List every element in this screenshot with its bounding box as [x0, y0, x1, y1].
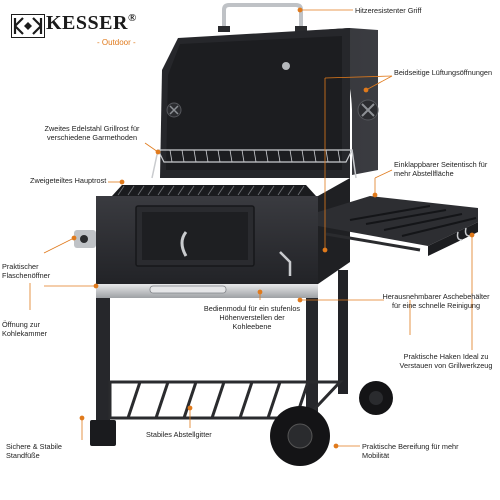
firebox	[74, 178, 350, 284]
ash-tray	[96, 284, 318, 298]
label-wheels: Praktische Bereifung für mehr Mobilität	[362, 442, 459, 460]
warming-rack	[151, 149, 357, 179]
label-handle: Hitzeresistenter Griff	[355, 6, 422, 15]
lid-vent-left	[166, 102, 182, 118]
label-control-module: Bedienmodul für ein stufenlos Höhenverst…	[203, 304, 301, 331]
grill-lid	[160, 28, 379, 178]
wheels	[270, 381, 393, 466]
lid-handle	[218, 3, 307, 32]
label-second-grate: Zweites Edelstahl Grillrost für verschie…	[44, 124, 140, 142]
label-vents: Beidseitige Lüftungsöffnungen	[394, 68, 493, 77]
side-table	[318, 196, 478, 256]
label-main-grate: Zweigeteiltes Hauptrost	[30, 176, 107, 185]
label-feet: Sichere & Stabile Standfüße	[6, 442, 62, 460]
cart-legs	[90, 270, 348, 446]
label-charcoal-opening: Öffnung zur Kohlekammer	[2, 320, 48, 338]
label-hooks: Praktische Haken Ideal zu Verstauen von …	[399, 352, 493, 370]
kesser-logo-mark-icon	[11, 14, 45, 38]
brand-sub: - Outdoor -	[97, 38, 136, 47]
label-shelf: Stabiles Abstellgitter	[146, 430, 212, 439]
brand-name: KESSER®	[46, 12, 137, 34]
brand-logo: KESSER® - Outdoor -	[5, 8, 157, 55]
label-bottle-opener: Praktischer Flaschenöffner	[2, 262, 51, 280]
main-grate	[112, 185, 316, 196]
label-ash-tray: Herausnehmbarer Aschebehälter für eine s…	[382, 292, 490, 310]
bottle-opener	[74, 230, 96, 248]
label-side-table: Einklappbarer Seitentisch für mehr Abste…	[394, 160, 488, 178]
bottom-shelf	[108, 380, 344, 420]
lid-vent	[357, 99, 379, 121]
callout-lines	[29, 7, 475, 449]
